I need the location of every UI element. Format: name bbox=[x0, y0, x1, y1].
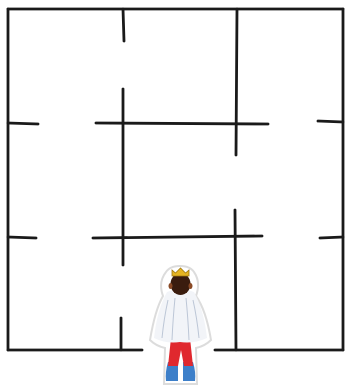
wall-inner bbox=[8, 237, 36, 238]
prince-icon bbox=[150, 266, 211, 384]
wall-inner bbox=[123, 9, 124, 41]
wall-inner bbox=[235, 210, 236, 350]
wall-inner bbox=[93, 236, 262, 238]
wall-inner bbox=[8, 123, 38, 124]
wall-inner bbox=[320, 237, 343, 238]
wall-inner bbox=[236, 9, 237, 155]
wall-inner bbox=[96, 123, 268, 124]
left-ear bbox=[169, 283, 173, 289]
right-ear bbox=[189, 283, 193, 289]
wall-inner bbox=[318, 121, 343, 122]
